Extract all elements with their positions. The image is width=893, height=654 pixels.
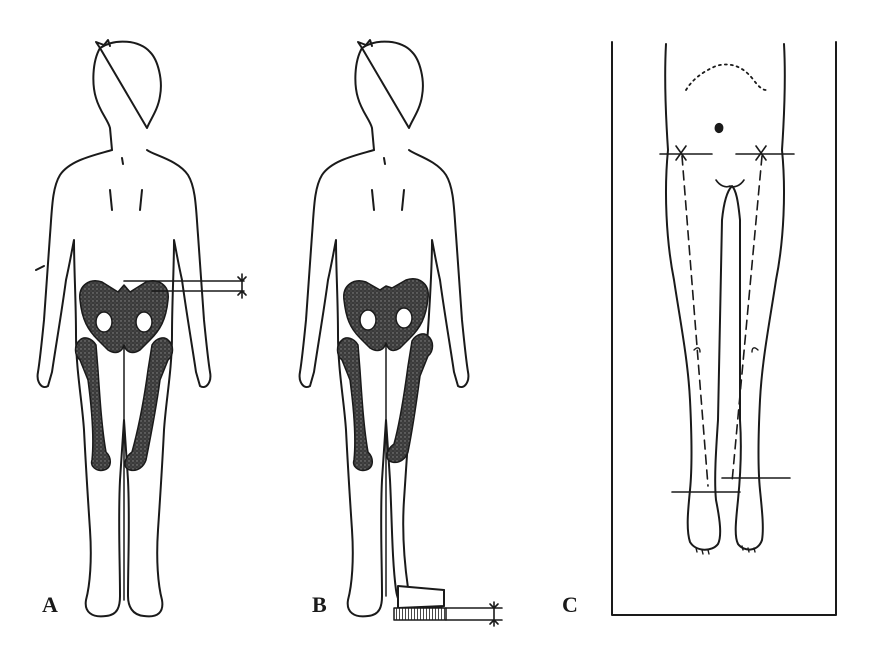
figure-b-torso	[300, 150, 469, 616]
figure-c-table-frame	[612, 42, 836, 615]
panel-label-a: A	[42, 594, 58, 616]
figure-c-rib-outline	[686, 65, 766, 91]
figure-c-navel	[716, 124, 723, 132]
figure-b-heel-lift	[398, 586, 444, 608]
figure-b	[300, 40, 502, 626]
figure-a-head	[93, 42, 161, 150]
figure-c-lower-body	[665, 44, 785, 550]
figure-b-head	[355, 42, 423, 150]
figure-b-level-lines	[446, 602, 502, 626]
panel-label-b: B	[312, 594, 327, 616]
figure-c	[612, 42, 836, 615]
figure-b-lift-block	[394, 608, 446, 620]
figure-a	[36, 40, 246, 616]
panel-label-c: C	[562, 594, 578, 616]
figure-c-measure-lines	[682, 156, 762, 486]
